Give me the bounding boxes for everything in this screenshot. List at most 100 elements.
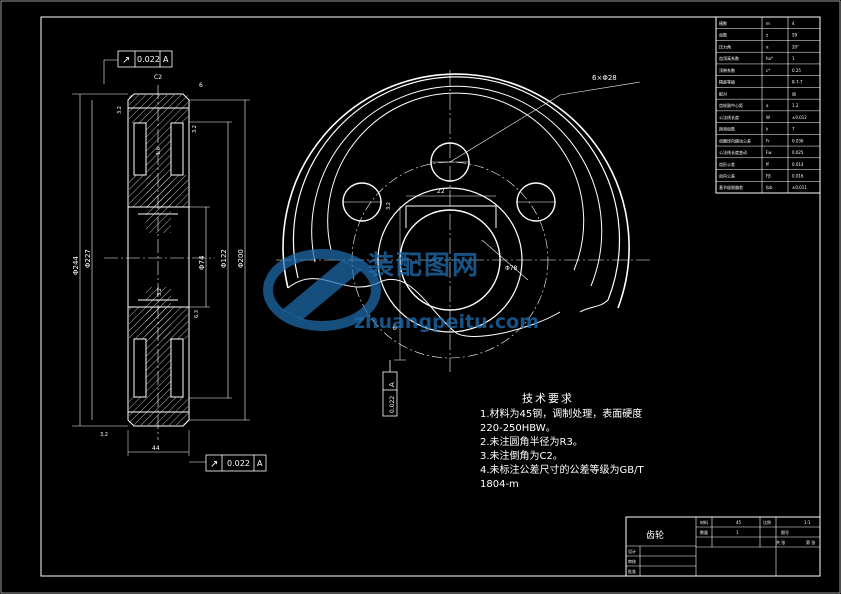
- tb-cell: 共 张: [776, 540, 786, 545]
- table-cell: ff: [766, 162, 769, 167]
- table-cell: 齿数: [719, 32, 727, 38]
- table-cell: 4: [792, 21, 795, 26]
- table-cell: 公法线长度变动: [719, 149, 747, 155]
- title-block: 齿轮 材料 45 比例 1:1 数量 1 图号 共 张 第 张 设计 审核 批准: [626, 517, 820, 575]
- table-cell: α: [766, 44, 769, 49]
- table-cell: 0.016: [792, 174, 804, 179]
- table-cell: 基节极限偏差: [719, 184, 743, 190]
- table-cell: 公法线长度: [719, 114, 739, 120]
- gtol-top-datum: A: [163, 55, 169, 64]
- datum-value: 0.022: [389, 396, 396, 413]
- table-cell: z: [766, 33, 768, 38]
- datum-letter: A: [388, 382, 396, 387]
- ra-mid: 3.2: [157, 288, 163, 296]
- table-cell: Fβ: [766, 174, 771, 179]
- ra-web: 1.6: [156, 147, 162, 155]
- watermark-logo-mark: [263, 249, 381, 331]
- chamfer-label: C2: [154, 74, 162, 81]
- table-cell: a: [766, 103, 769, 108]
- holes-callout: 6×Φ28: [592, 74, 617, 82]
- ra-keyway: 3.2: [386, 202, 392, 210]
- gtol-frame-bottom: [205, 454, 267, 472]
- tech-req-line: 1804-m: [480, 479, 519, 490]
- table-cell: 59: [792, 33, 798, 38]
- table-cell: 模数: [719, 20, 727, 26]
- table-cell: 顶隙系数: [719, 67, 735, 73]
- keyway-depth-dim: Φ: [392, 325, 399, 330]
- ra-top-right: 3.2: [192, 125, 198, 133]
- table-cell: ±0.012: [792, 115, 807, 120]
- tb-cell: 图号: [781, 530, 789, 535]
- side-section-view: [72, 59, 250, 463]
- tb-cell: 45: [736, 520, 742, 525]
- table-cell: 配对: [719, 90, 727, 96]
- table-cell: m: [766, 21, 770, 26]
- table-cell: Fr: [766, 138, 770, 143]
- table-cell: fpb: [766, 185, 773, 190]
- tb-cell: 比例: [763, 520, 771, 525]
- dim-diameter-122: Φ122: [220, 249, 228, 268]
- table-cell: 齿向公差: [719, 173, 735, 179]
- watermark-url: zhuangpeitu.com: [354, 311, 539, 333]
- keyway-width-dim: 22: [437, 188, 445, 195]
- table-cell: ha*: [766, 56, 773, 61]
- tb-left-label: 设计: [628, 549, 636, 554]
- table-cell: 齿: [792, 90, 796, 96]
- table-cell: k: [766, 127, 769, 132]
- table-cell: 0.025: [792, 150, 804, 155]
- tb-cell: 材料: [700, 520, 708, 525]
- title-block-lines: [625, 516, 821, 577]
- tb-left-label: 审核: [628, 559, 636, 564]
- datum-a-box: [382, 360, 398, 417]
- tech-req-line: 2.未注圆角半径为R3。: [480, 437, 583, 448]
- watermark-text: 装配图网: [368, 251, 481, 281]
- table-cell: 1: [792, 56, 795, 61]
- table-cell: 0.036: [792, 138, 804, 143]
- technical-requirements: 技术要求 1.材料为45钢，调制处理，表面硬度 220-250HBW。 2.未注…: [480, 392, 680, 492]
- gtol-bottom-symbol: ↗: [210, 459, 218, 470]
- gtol-bottom-datum: A: [257, 459, 263, 468]
- table-cell: c*: [766, 68, 770, 73]
- gtol-top-symbol: ↗: [122, 55, 130, 66]
- table-cell: 0.014: [792, 162, 804, 167]
- table-cell: ±0.011: [792, 185, 807, 190]
- dim-diameter-74: Φ74: [198, 255, 206, 270]
- table-cell: 8-7-7: [792, 80, 803, 85]
- table-cell: 7: [792, 127, 795, 132]
- ra-top-left: 3.2: [117, 106, 123, 114]
- table-cell: W: [766, 115, 770, 120]
- gtol-bottom-value: 0.022: [227, 459, 250, 468]
- tech-req-line: 220-250HBW。: [480, 423, 556, 434]
- tech-req-line: 3.未注倒角为C2。: [480, 451, 563, 462]
- tech-req-line: 4.未标注公差尺寸的公差等级为GB/T: [480, 465, 644, 476]
- tb-left-label: 批准: [628, 569, 636, 574]
- tb-cell: 第 张: [806, 540, 816, 545]
- table-cell: 20°: [792, 44, 799, 49]
- table-cell: Fw: [766, 150, 772, 155]
- table-cell: 齿形公差: [719, 161, 735, 167]
- dim-diameter-200: Φ200: [237, 249, 245, 268]
- params-table: [715, 16, 821, 194]
- tb-cell: 1: [736, 530, 739, 535]
- ra-lower: 6.3: [194, 310, 200, 318]
- table-cell: 齿顶高系数: [719, 55, 739, 61]
- tech-req-heading: 技术要求: [522, 392, 574, 405]
- dim-width: 44: [152, 445, 160, 452]
- upper-section-hatch: [129, 95, 188, 123]
- tech-req-line: 1.材料为45钢，调制处理，表面硬度: [480, 409, 643, 420]
- dim-angle: 6: [199, 82, 203, 89]
- ra-bottom: 3.2: [100, 432, 108, 438]
- dim-diameter-pitch: Φ227: [84, 249, 92, 268]
- table-cell: 齿圈径向跳动公差: [719, 137, 751, 143]
- web-lower-hatch: [146, 287, 171, 397]
- table-cell: 0.25: [792, 68, 801, 73]
- gtol-frame-top: [117, 50, 173, 68]
- tb-cell: 1:1: [804, 520, 811, 525]
- bore-dim: Φ78: [505, 265, 518, 272]
- part-name: 齿轮: [646, 531, 665, 541]
- gtol-top-value: 0.022: [137, 55, 160, 64]
- table-cell: 精度等级: [719, 79, 735, 85]
